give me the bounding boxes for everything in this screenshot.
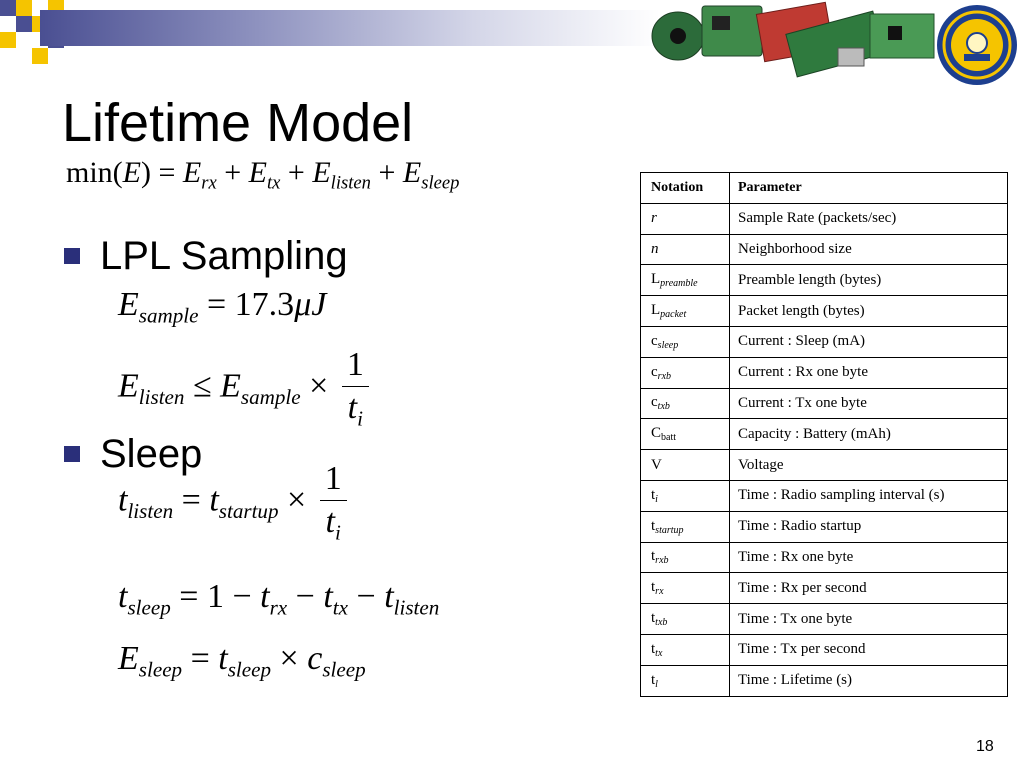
notation-subscript: txb (657, 401, 670, 413)
table-row: V Voltage (640, 449, 1008, 481)
square-bullet-icon (64, 248, 80, 264)
equation-e-sleep: Esleep = tsleep × csleep (118, 640, 366, 682)
notation-symbol: n (651, 240, 659, 257)
notation-cell: ttxb (640, 603, 730, 635)
notation-cell: Lpreamble (640, 264, 730, 297)
notation-subscript: rxb (655, 555, 669, 567)
parameter-cell: Time : Rx one byte (729, 541, 1008, 574)
notation-subscript: packet (660, 309, 687, 321)
notation-subscript: rxb (657, 370, 672, 382)
notation-symbol: r (651, 210, 657, 227)
table-header-row: Notation Parameter (640, 172, 1008, 204)
notation-symbol: c (651, 363, 658, 380)
notation-symbol: t (651, 486, 656, 503)
notation-symbol: L (651, 271, 661, 288)
table-row: r Sample Rate (packets/sec) (640, 202, 1008, 235)
notation-subscript: sleep (657, 339, 679, 351)
header-gradient-band (40, 10, 660, 46)
parameter-cell: Time : Radio sampling interval (s) (729, 479, 1008, 512)
header-parameter: Parameter (729, 172, 1008, 204)
notation-subscript: i (655, 493, 658, 505)
parameter-cell: Current : Sleep (mA) (729, 325, 1008, 358)
notation-subscript: tx (655, 647, 663, 659)
slide-title: Lifetime Model (62, 93, 414, 153)
square-bullet-icon (64, 446, 80, 462)
equation-t-sleep: tsleep = 1 − trx − ttx − tlisten (118, 578, 440, 620)
university-seal-icon (937, 5, 1017, 85)
notation-symbol: t (651, 517, 656, 534)
parameter-cell: Time : Tx per second (729, 633, 1008, 666)
notation-symbol: t (651, 548, 656, 565)
parameter-cell: Current : Rx one byte (729, 356, 1008, 389)
parameter-cell: Time : Radio startup (729, 510, 1008, 543)
notation-cell: ti (640, 479, 730, 512)
notation-subscript: l (655, 678, 658, 690)
notation-symbol: t (651, 640, 656, 657)
parameter-cell: Preamble length (bytes) (729, 264, 1008, 297)
page-number: 18 (976, 738, 994, 755)
notation-cell: tl (640, 664, 730, 697)
notation-subscript: rx (655, 586, 664, 598)
notation-subscript: startup (655, 524, 684, 536)
parameter-cell: Capacity : Battery (mAh) (729, 418, 1008, 451)
notation-subscript: txb (655, 617, 668, 629)
bullet-lpl-sampling: LPL Sampling (64, 236, 348, 276)
parameter-cell: Time : Tx one byte (729, 603, 1008, 635)
notation-cell: V (640, 449, 730, 481)
notation-cell: trx (640, 572, 730, 605)
notation-symbol: V (651, 456, 662, 473)
notation-table: Notation Parameter r Sample Rate (packets… (640, 172, 1008, 697)
notation-cell: trxb (640, 541, 730, 574)
parameter-cell: Time : Rx per second (729, 572, 1008, 605)
parameter-cell: Sample Rate (packets/sec) (729, 202, 1008, 235)
table-row: n Neighborhood size (640, 233, 1008, 266)
notation-symbol: c (651, 394, 658, 411)
parameter-cell: Packet length (bytes) (729, 295, 1008, 327)
sensor-boards-image (651, 1, 935, 78)
notation-subscript: preamble (660, 278, 698, 290)
header-notation: Notation (640, 172, 730, 204)
notation-cell: ctxb (640, 387, 730, 420)
notation-symbol: L (651, 302, 661, 319)
notation-symbol: C (651, 425, 662, 442)
notation-cell: n (640, 233, 730, 266)
parameter-cell: Voltage (729, 449, 1008, 481)
notation-cell: csleep (640, 325, 730, 358)
notation-symbol: t (651, 579, 656, 596)
notation-cell: Cbatt (640, 418, 730, 451)
equation-e-sample: Esample = 17.3μJ (118, 286, 327, 328)
notation-symbol: c (651, 332, 658, 349)
notation-cell: Lpacket (640, 295, 730, 327)
notation-cell: tstartup (640, 510, 730, 543)
bullet-sleep: Sleep (64, 434, 202, 474)
notation-cell: ttx (640, 633, 730, 666)
parameter-cell: Neighborhood size (729, 233, 1008, 266)
objective-equation: min(E) = Erx + Etx + Elisten + Esleep (66, 156, 460, 194)
parameter-cell: Time : Lifetime (s) (729, 664, 1008, 697)
notation-subscript: batt (661, 432, 677, 444)
notation-cell: r (640, 202, 730, 235)
notation-symbol: t (651, 671, 656, 688)
notation-symbol: t (651, 610, 656, 627)
notation-cell: crxb (640, 356, 730, 389)
parameter-cell: Current : Tx one byte (729, 387, 1008, 420)
